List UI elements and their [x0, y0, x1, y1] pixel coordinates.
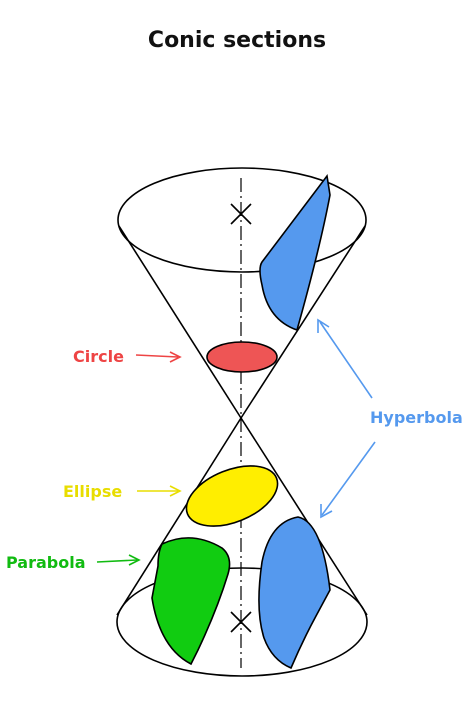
circle-shape [206, 341, 278, 373]
hyperbola-upper-arrow [317, 318, 373, 399]
lower-center-mark [230, 611, 252, 633]
lower-cone-rim [116, 567, 368, 677]
hyperbola-lower-arrow [320, 441, 376, 519]
parabola-label: Parabola [6, 553, 86, 572]
ellipse-shape [185, 465, 279, 527]
ellipse-arrow [137, 485, 182, 497]
circle-arrow [135, 351, 182, 363]
upper-center-mark [230, 203, 252, 225]
parabola-shape [151, 537, 231, 666]
lower-cone-left-edge [116, 417, 242, 616]
diagram-title: Conic sections [147, 28, 327, 53]
hyperbola-upper-shape [259, 174, 331, 332]
hyperbola-label: Hyperbola [370, 408, 463, 427]
ellipse-label: Ellipse [63, 482, 122, 501]
hyperbola-lower-shape [258, 516, 331, 670]
circle-label: Circle [73, 347, 124, 366]
upper-cone-right-edge [240, 225, 366, 419]
lower-cone-right-edge [240, 417, 368, 616]
parabola-arrow [96, 554, 141, 566]
upper-cone-left-edge [118, 225, 242, 419]
